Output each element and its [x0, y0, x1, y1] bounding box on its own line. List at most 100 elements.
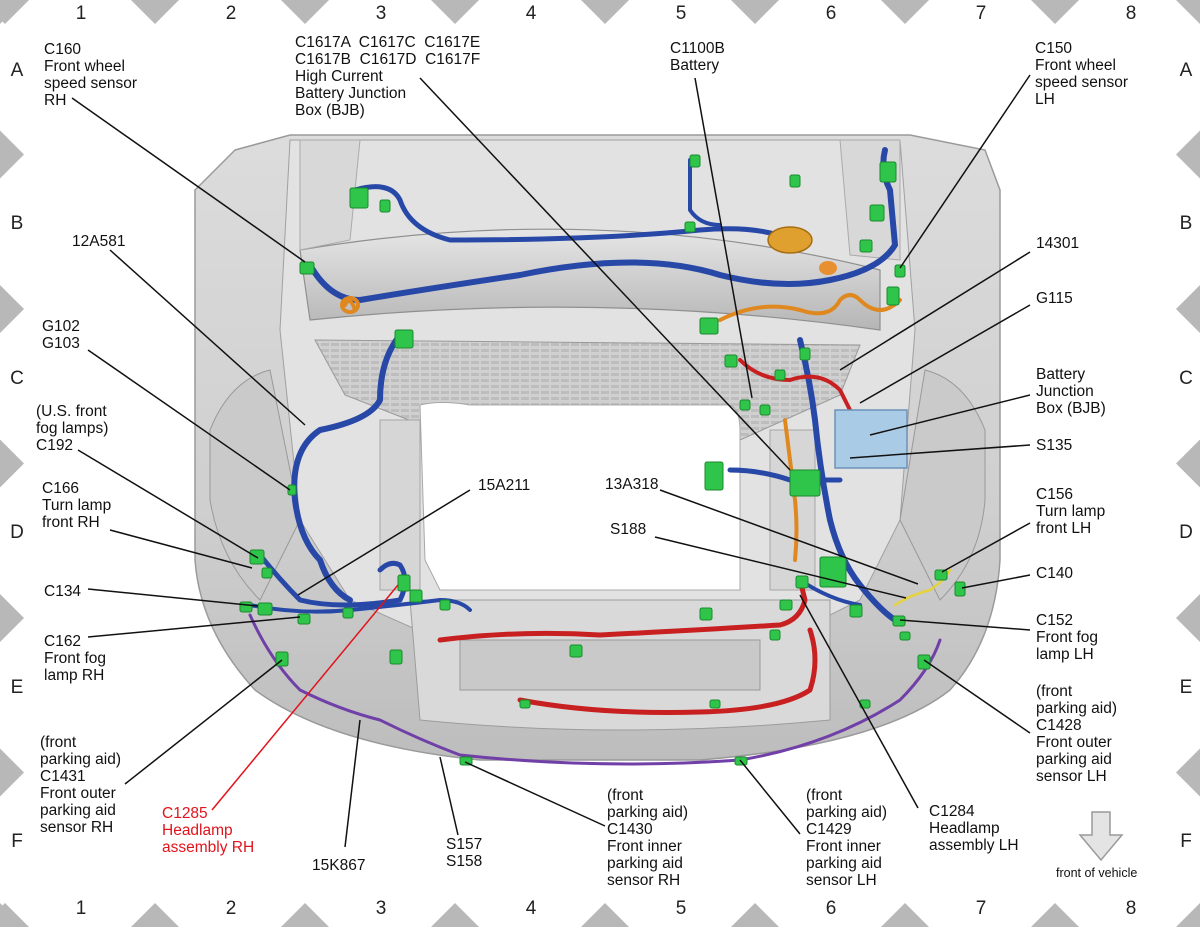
leader-g115 [859, 304, 1031, 404]
col-number: 6 [825, 3, 837, 24]
label-line: (U.S. front [36, 403, 107, 420]
col-number: 3 [375, 898, 387, 919]
frame-marker [0, 748, 24, 797]
connector-block [789, 174, 801, 188]
frame-marker [431, 0, 479, 24]
row-letter: B [1179, 213, 1193, 234]
connector-block [684, 221, 696, 233]
leader-c1100b [694, 77, 753, 399]
connector-block [724, 354, 738, 368]
connector-block [239, 601, 253, 613]
label-line: Box (BJB) [295, 102, 365, 119]
label-line: S188 [610, 521, 647, 538]
connector-block [704, 461, 724, 491]
label-line: parking aid) [40, 751, 121, 768]
label-line: C160 [44, 41, 82, 58]
frame-marker [281, 903, 329, 927]
label-line: 13A318 [605, 476, 659, 493]
harness-orange [718, 293, 902, 322]
row-letter: B [10, 213, 24, 234]
label-line: speed sensor [1035, 74, 1129, 91]
components [239, 154, 966, 766]
leader-c1428 [923, 659, 1031, 734]
connector-block [795, 575, 809, 589]
connector-block [257, 602, 273, 616]
label-13a318: 13A318 [605, 476, 658, 493]
frame-marker [1176, 130, 1200, 179]
label-line: Turn lamp [1036, 503, 1106, 520]
label-line: S158 [446, 853, 483, 870]
label-line: (front [607, 787, 644, 804]
leader-c192 [77, 449, 259, 559]
row-letter: D [1179, 522, 1193, 543]
connector-block [859, 239, 873, 253]
connector-block [699, 317, 719, 335]
label-line: G102 [42, 318, 80, 335]
frame-marker [0, 594, 24, 642]
row-letter: C [10, 368, 24, 389]
leader-15k867 [344, 719, 361, 848]
frame-marker [1031, 0, 1079, 24]
label-line: (front [806, 787, 843, 804]
label-line: Front inner [806, 838, 881, 855]
radiator-opening [419, 402, 741, 591]
label-line: Box (BJB) [1036, 400, 1106, 417]
connector-block [394, 329, 414, 349]
label-line: LH [1035, 91, 1055, 108]
frame-marker [131, 0, 179, 24]
connector-block [739, 399, 751, 411]
harness-red [437, 577, 808, 643]
label-line: C150 [1035, 40, 1073, 57]
leader-bjb [869, 394, 1031, 436]
label-line: lamp LH [1036, 646, 1094, 663]
label-line: (front [40, 734, 77, 751]
label-line: Junction [1036, 383, 1094, 400]
col-number: 8 [1125, 898, 1137, 919]
label-line: Battery [670, 57, 720, 74]
label-15k867: 15K867 [312, 857, 365, 874]
leader-c150 [899, 74, 1031, 269]
connector-block [819, 556, 847, 588]
label-line: parking aid [40, 802, 116, 819]
label-line: sensor RH [607, 872, 681, 889]
label-line: RH [44, 92, 67, 109]
col-number: 6 [825, 898, 837, 919]
frame-marker [0, 285, 24, 333]
label-line: Headlamp [929, 820, 1000, 837]
frame-marker [0, 903, 24, 927]
col-number: 5 [675, 3, 687, 24]
connector-block [894, 264, 906, 278]
label-line: Turn lamp [42, 497, 112, 514]
leader-g102 [87, 349, 291, 491]
label-line: C192 [36, 437, 74, 454]
label-c140: C140 [1036, 565, 1073, 582]
label-line: C1431 [40, 768, 86, 785]
connector-block [297, 613, 311, 625]
connector-block [769, 629, 781, 641]
row-letter: F [1180, 831, 1192, 852]
row-letter: A [10, 60, 24, 81]
label-line: front RH [42, 514, 100, 531]
label-12a581: 12A581 [72, 233, 125, 250]
label-line: front LH [1036, 520, 1092, 537]
frame-marker [581, 0, 629, 24]
row-letter: A [1179, 60, 1193, 81]
leader-c160 [71, 97, 306, 263]
label-line: Front wheel [1035, 57, 1116, 74]
frame-marker [0, 439, 24, 488]
label-line: C1617B C1617D C1617F [295, 51, 481, 68]
leader-15a211 [297, 489, 471, 596]
label-line: Battery Junction [295, 85, 407, 102]
row-letter: D [10, 522, 24, 543]
row-letter: E [10, 677, 24, 698]
connector-block [789, 469, 821, 497]
leader-c152 [899, 619, 1031, 631]
frame-marker [881, 903, 929, 927]
